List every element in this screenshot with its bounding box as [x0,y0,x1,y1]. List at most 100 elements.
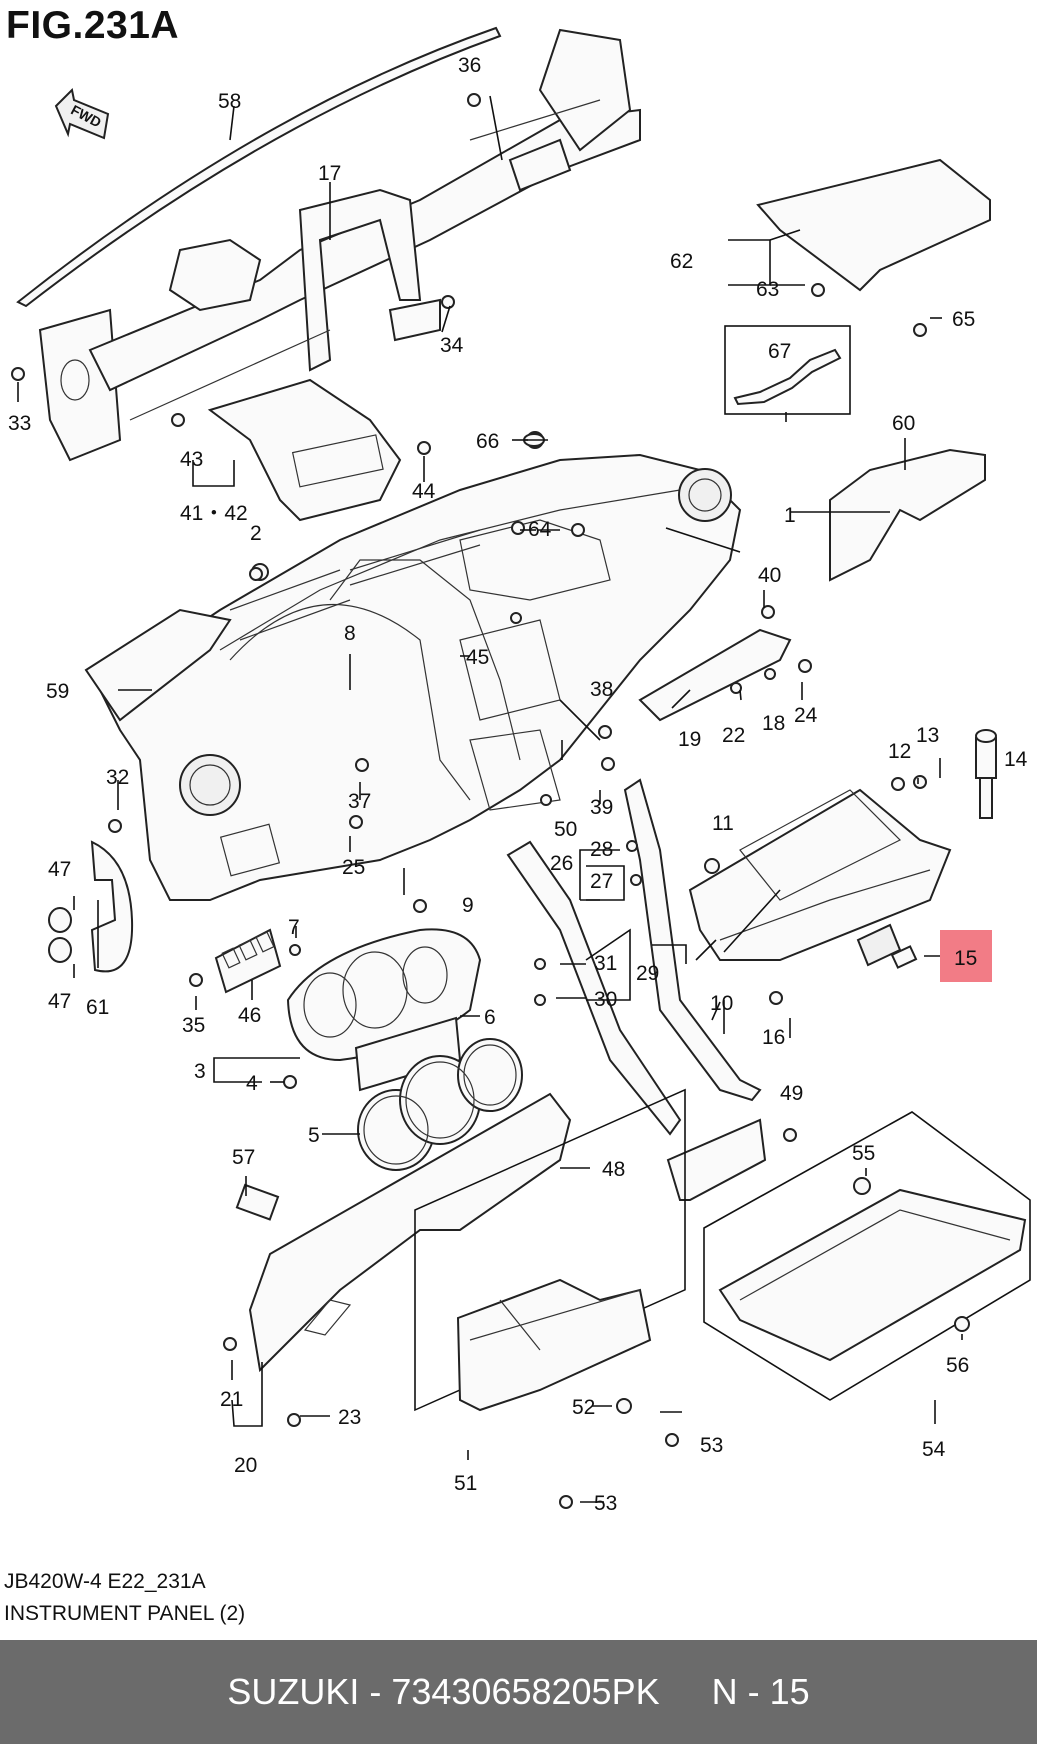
callout-7: 7 [288,916,300,939]
callout-54: 54 [922,1438,946,1461]
callout-58: 58 [218,90,241,113]
callout-8: 8 [344,622,356,645]
callout-18: 18 [762,712,785,735]
callout-59: 59 [46,680,69,703]
callout-28: 28 [590,838,613,861]
callout-19: 19 [678,728,701,751]
part-14-damper [975,729,997,819]
callout-14: 14 [1004,748,1028,771]
callout-65: 65 [952,308,975,331]
callout-5: 5 [308,1124,320,1147]
part-57-connector [235,1183,280,1221]
callout-66: 66 [476,430,499,453]
callout-31: 31 [594,952,617,975]
callout-4: 4 [246,1072,258,1095]
part-info-text: SUZUKI - 73430658205PK N - 15 [0,1640,1037,1744]
callout-48: 48 [602,1158,625,1181]
callout-16: 16 [762,1026,785,1049]
callout-9: 9 [462,894,474,917]
callout-29: 29 [636,962,659,985]
part-60-pad [829,448,986,582]
callout-23: 23 [338,1406,361,1429]
callout-63: 63 [756,278,779,301]
diagram-name: INSTRUMENT PANEL (2) [4,1602,246,1625]
part-15-lock [856,923,918,969]
part-51-box [456,1278,652,1412]
callout-44: 44 [412,480,436,503]
callout-61: 61 [86,996,109,1019]
callout-25: 25 [342,856,365,879]
callout-34: 34 [440,334,464,357]
callout-10: 10 [710,992,733,1015]
callout-21: 21 [220,1388,243,1411]
callout-47a: 47 [48,858,71,881]
fwd-arrow-icon: FWD [54,87,110,140]
callout-27: 27 [590,870,613,893]
callout-52: 52 [572,1396,595,1419]
callout-13: 13 [916,724,939,747]
instrument-panel-diagram: FWD [8,26,1031,1515]
steering-support-member [38,28,641,462]
figure-title: FIG.231A [6,4,180,47]
part-59-duct [84,608,232,722]
callout-40: 40 [758,564,781,587]
callout-20: 20 [234,1454,257,1477]
callout-38: 38 [590,678,613,701]
callout-3: 3 [194,1060,206,1083]
part-47-ring-a [48,907,72,933]
callout-17: 17 [318,162,341,185]
callout-47b: 47 [48,990,71,1013]
callout-26: 26 [550,852,573,875]
callout-55: 55 [852,1142,875,1165]
part-5-meter-rings [357,1038,523,1171]
callout-6: 6 [484,1006,496,1029]
callout-45: 45 [466,646,489,669]
callout-41-42: 41・42 [180,502,248,525]
part-1-instrument-panel [98,453,742,901]
part-reference: N - 15 [711,1671,810,1712]
callout-15-highlight [940,930,992,982]
callout-11: 11 [712,812,734,835]
part-47-ring-b [48,937,72,963]
callout-35: 35 [182,1014,205,1037]
callout-12: 12 [888,740,911,763]
callout-15: 15 [954,947,977,970]
callout-2: 2 [250,522,262,545]
callout-53a: 53 [700,1434,723,1457]
part-62-upper-lid [756,158,991,292]
callout-39: 39 [590,796,613,819]
part-67-harness [733,348,842,406]
part-10-side-trim [623,778,762,1102]
part-46-switch-panel [214,928,282,994]
callout-30: 30 [594,988,617,1011]
callout-56: 56 [946,1354,969,1377]
callout-33: 33 [8,412,31,435]
callout-32: 32 [106,766,129,789]
part-41-42-vents [291,434,384,488]
leader-lines [17,95,963,1503]
part-61-side-cover [90,840,134,973]
part-54-frame [703,1111,1031,1401]
brand-label: SUZUKI - [227,1671,382,1712]
diagram-code: JB420W-4 E22_231A [4,1570,206,1593]
part-48-tray [666,1118,767,1201]
part-54-panel [718,1188,1027,1362]
callout-22: 22 [722,724,745,747]
callout-37: 37 [348,790,371,813]
callout-64: 64 [528,518,552,541]
part-20-lower-cover [248,1092,572,1373]
part-20-lower-cover-notch [303,1299,352,1336]
part-58-strip [16,26,502,308]
callout-53b: 53 [594,1492,617,1515]
part-number: 73430658205PK [391,1671,660,1712]
callout-46: 46 [238,1004,261,1027]
callout-62: 62 [670,250,693,273]
part-29-pillar-trim [506,840,682,1136]
callout-51: 51 [454,1472,477,1495]
part-19-bracket [638,628,792,722]
part-info-bar [0,1640,1037,1744]
callout-1: 1 [784,504,796,527]
callout-43: 43 [180,448,203,471]
callout-57: 57 [232,1146,255,1169]
callout-24: 24 [794,704,818,727]
